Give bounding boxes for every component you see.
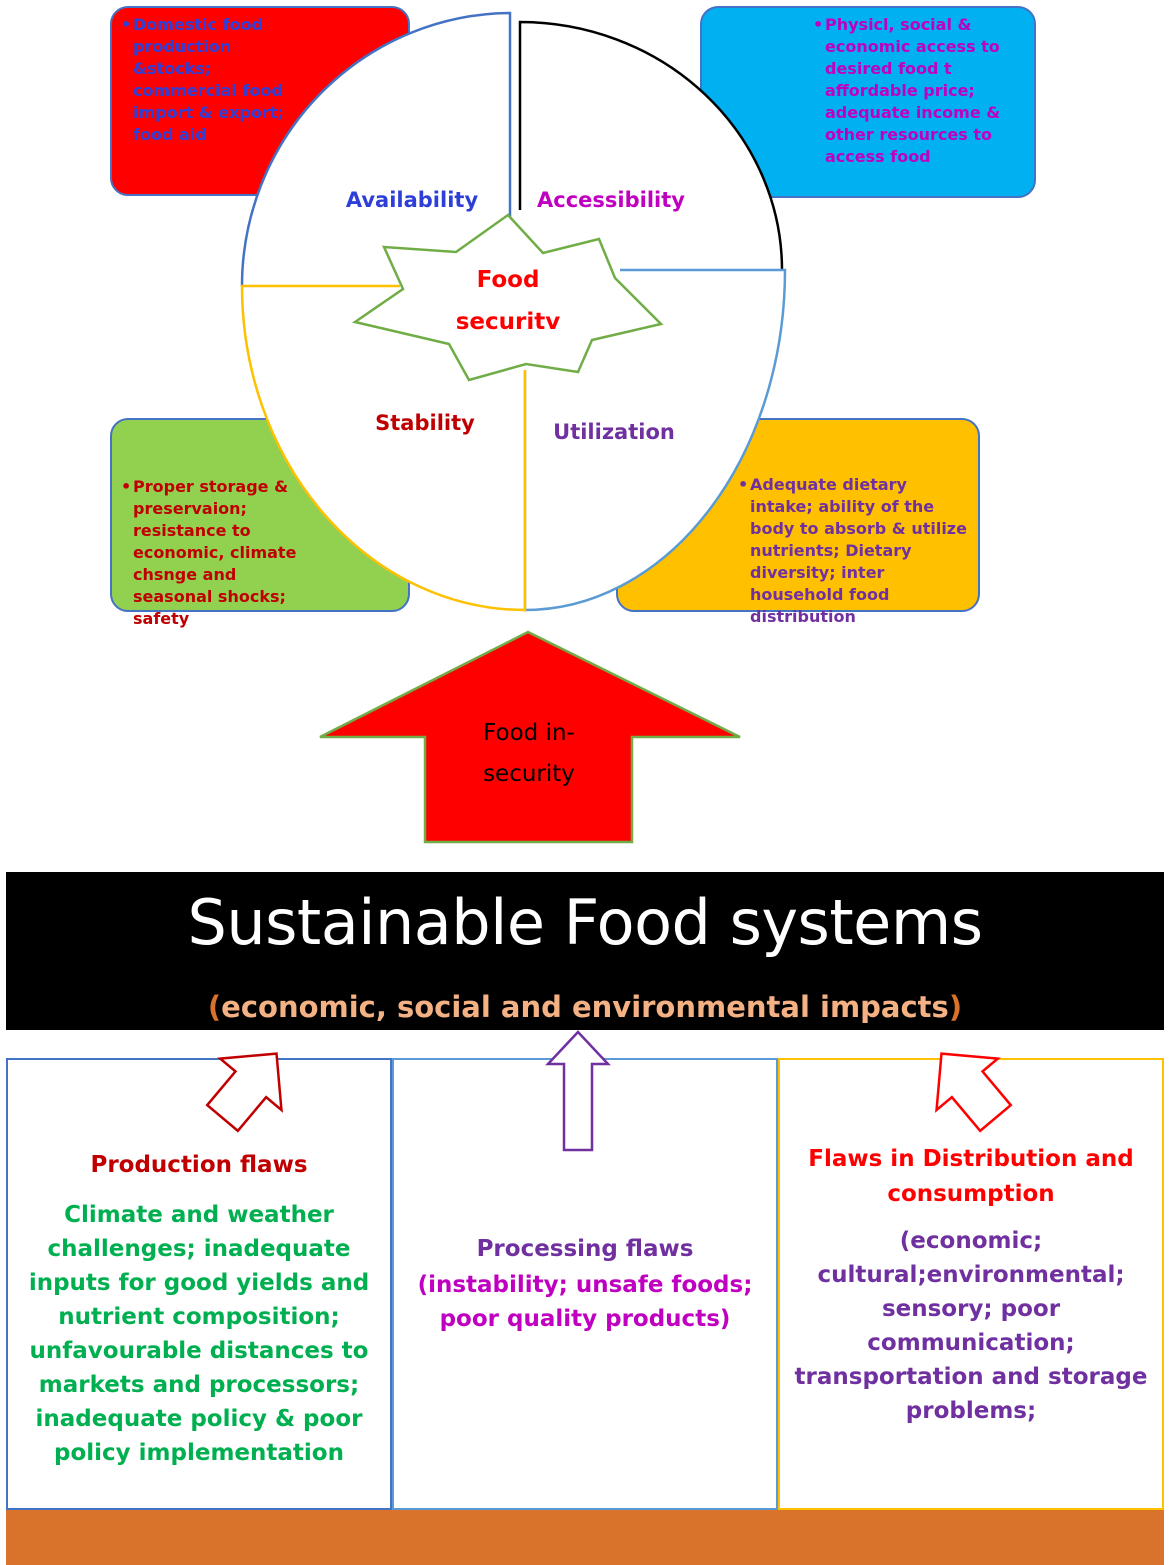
distribution-body: (economic; cultural;environmental; senso… <box>794 1228 1148 1424</box>
availability-description: Domestic food production &stocks; commer… <box>121 14 311 146</box>
banner-paren-close: ) <box>948 990 963 1024</box>
stability-description: Proper storage & preservaion; resistance… <box>121 476 321 630</box>
banner-title: Sustainable Food systems <box>187 886 983 959</box>
pillar-accessibility: Accessibility <box>537 188 685 212</box>
processing-title: Processing flaws <box>476 1236 694 1262</box>
center-label-line1: Food <box>477 267 540 293</box>
quadrant-stability <box>242 286 525 610</box>
distribution-title: Flaws in Distribution and consumption <box>808 1146 1134 1207</box>
footer-bar <box>6 1510 1164 1565</box>
stability-arc <box>240 284 527 612</box>
center-label-line2: securitv <box>456 309 561 335</box>
accessibility-arc <box>518 20 784 271</box>
processing-panel: Processing flaws (instability; unsafe fo… <box>392 1058 778 1510</box>
banner-paren-open: ( <box>207 990 222 1024</box>
sustainable-food-systems-banner: Sustainable Food systems (economic, soci… <box>6 872 1164 1030</box>
production-title: Production flaws <box>90 1152 308 1178</box>
quadrant-accessibility <box>520 22 782 270</box>
food-security-star <box>351 213 664 382</box>
banner-subtitle-text: economic, social and environmental impac… <box>221 990 949 1024</box>
banner-subtitle: (economic, social and environmental impa… <box>6 990 1164 1024</box>
pillar-stability: Stability <box>375 411 475 435</box>
arrow-label-line1: Food in- <box>483 720 575 746</box>
processing-body: (instability; unsafe foods; poor quality… <box>417 1272 753 1332</box>
quadrant-availability <box>242 13 510 286</box>
distribution-panel: Flaws in Distribution and consumption (e… <box>778 1058 1164 1510</box>
food-insecurity-arrow <box>319 630 741 844</box>
accessibility-description: Physicl, social & economic access to des… <box>813 14 1003 168</box>
quadrant-utilization <box>525 270 785 610</box>
utilization-arc <box>523 268 787 612</box>
pillar-availability: Availability <box>346 188 479 212</box>
availability-arc <box>240 11 512 287</box>
pillar-utilization: Utilization <box>553 420 675 444</box>
utilization-description: Adequate dietary intake; ability of the … <box>738 474 974 628</box>
food-security-diagram: Availability Accessibility Stability Uti… <box>240 11 787 844</box>
production-panel: Production flaws Climate and weather cha… <box>6 1058 392 1510</box>
production-body: Climate and weather challenges; inadequa… <box>28 1202 370 1466</box>
arrow-label-line2: security <box>483 761 575 787</box>
